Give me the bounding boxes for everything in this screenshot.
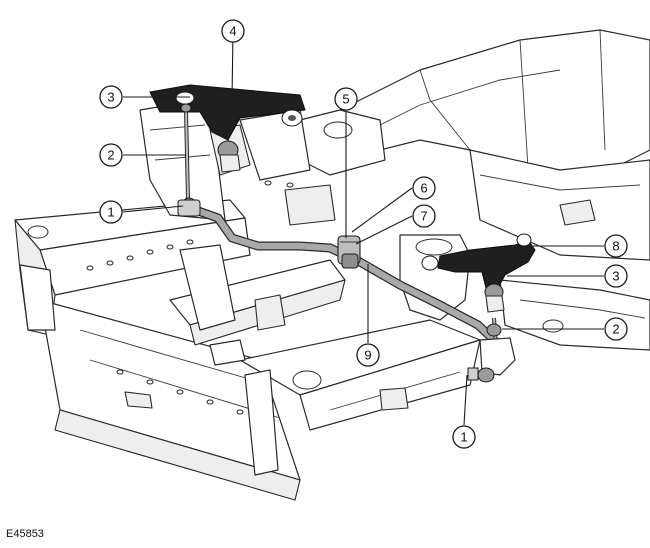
svg-text:9: 9: [364, 348, 371, 363]
chassis-frame: [14, 199, 481, 501]
callout-9: 9: [356, 343, 380, 367]
callout-7: 7: [412, 204, 436, 228]
callout-2-left: 2: [99, 143, 123, 167]
svg-text:6: 6: [420, 181, 427, 196]
leader-lines: [122, 30, 604, 426]
svg-text:4: 4: [229, 24, 236, 39]
left-upper-control-arm: [149, 84, 306, 173]
callout-5: 5: [334, 87, 358, 111]
callout-2-right: 2: [604, 317, 628, 341]
svg-text:2: 2: [107, 148, 114, 163]
svg-text:2: 2: [612, 322, 619, 337]
figure-reference: E45853: [6, 528, 44, 540]
svg-text:1: 1: [460, 430, 467, 445]
callout-3-left: 3: [99, 85, 123, 109]
callout-8: 8: [604, 234, 628, 258]
callout-3-right: 3: [604, 264, 628, 288]
callout-4: 4: [221, 19, 245, 43]
right-upper-control-arm: [421, 233, 536, 313]
stabilizer-bar: [177, 199, 499, 345]
svg-text:8: 8: [612, 239, 619, 254]
callout-6: 6: [412, 176, 436, 200]
callout-1-right: 1: [452, 425, 476, 449]
callout-1-left: 1: [99, 200, 123, 224]
body-structure: [284, 29, 650, 351]
svg-text:7: 7: [420, 209, 427, 224]
svg-text:1: 1: [107, 205, 114, 220]
right-drop-link: [467, 317, 516, 383]
svg-text:3: 3: [107, 90, 114, 105]
svg-text:5: 5: [342, 92, 349, 107]
svg-text:3: 3: [612, 269, 619, 284]
